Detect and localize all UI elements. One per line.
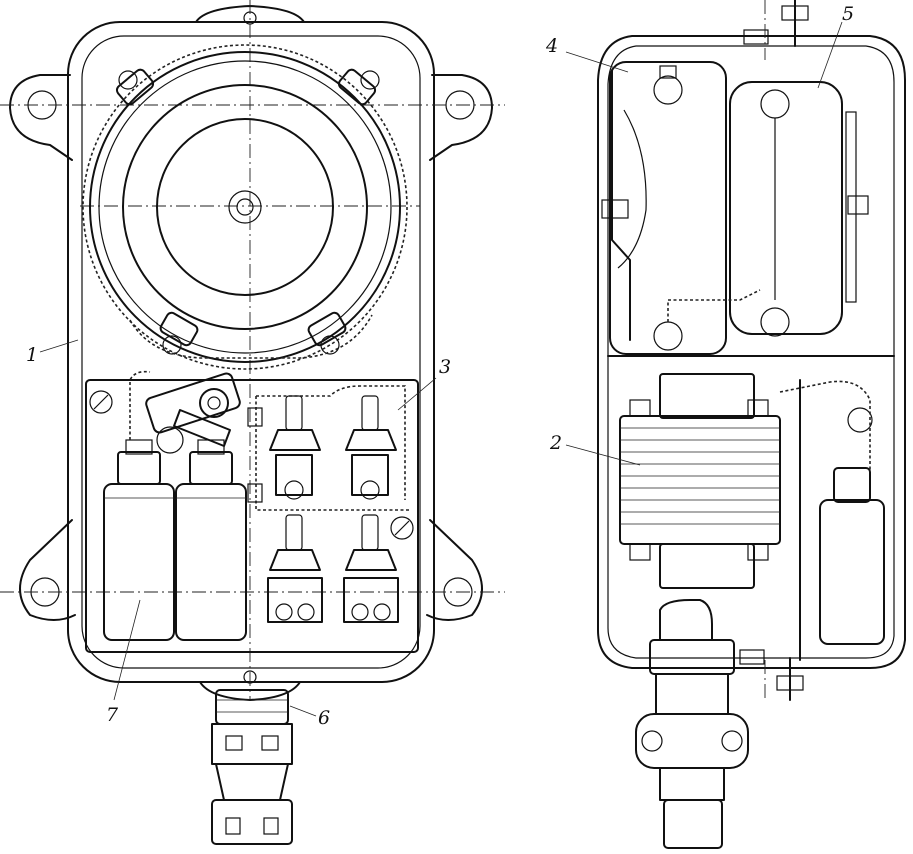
terminal-bottom-right (343, 514, 399, 623)
part-5-cap (760, 89, 790, 119)
part-5-bottom-fitting (760, 307, 790, 337)
round-coil-face (122, 84, 368, 330)
callout-6: 6 (289, 705, 330, 729)
capacitor-left (103, 439, 175, 641)
capacitor-right (175, 439, 247, 641)
lower-harness (129, 314, 373, 359)
callout-6-label: 6 (318, 707, 330, 729)
side-capacitor (819, 407, 885, 645)
callout-3: 3 (397, 356, 451, 411)
callout-4-label: 4 (545, 35, 558, 57)
part-5-body (729, 81, 843, 335)
round-coil-center-disc (156, 118, 334, 296)
callout-7: 7 (106, 599, 141, 726)
panel-screw-left (89, 390, 113, 414)
lower-panel (85, 379, 419, 653)
side-housing-inner (607, 45, 895, 659)
terminal-bottom-left (267, 514, 323, 623)
callout-3-label: 3 (439, 356, 451, 378)
connector-sleeve-lower (247, 483, 263, 503)
connecting-pipe (667, 289, 761, 322)
coil-clamp-bottom-right (307, 311, 347, 355)
top-right-mounting-ear (429, 74, 493, 161)
front-view (0, 0, 505, 845)
part-2-transformer (619, 373, 781, 589)
round-coil-outer-lip (98, 60, 392, 354)
side-bottom-bolt (739, 649, 804, 701)
callout-1-label: 1 (26, 344, 38, 366)
side-housing-outer (597, 35, 906, 669)
callout-5-label: 5 (842, 3, 854, 25)
breaker-lever (145, 372, 241, 434)
connector-sleeve-upper (247, 407, 263, 427)
plug-connector (211, 689, 293, 845)
breaker-pivot (199, 388, 229, 418)
part-4-body (609, 61, 727, 355)
coil-clamp-top-right (337, 68, 380, 106)
terminal-top-right (345, 395, 397, 500)
side-plug-connector (635, 599, 749, 849)
callout-1: 1 (26, 339, 79, 366)
coil-wire-harness (82, 44, 408, 370)
breaker-cam (156, 426, 184, 454)
round-coil-outer (89, 51, 401, 363)
bottom-right-mounting-ear (426, 519, 483, 621)
callout-7-label: 7 (106, 704, 119, 726)
part-4-bottom-fitting (653, 321, 683, 351)
top-left-mounting-ear (9, 74, 73, 161)
callout-4: 4 (545, 35, 629, 73)
coil-clamp-top-left (115, 68, 155, 106)
bottom-left-mounting-ear (19, 519, 76, 621)
panel-screw-right (390, 516, 414, 540)
part-4-cap (653, 75, 683, 105)
side-bracket (611, 69, 631, 341)
callouts: 1 2 3 4 5 6 7 (26, 3, 854, 729)
callout-2-label: 2 (549, 432, 562, 454)
side-top-bolt (743, 0, 809, 47)
center-bolt (236, 198, 254, 216)
side-spring (617, 109, 647, 269)
callout-2: 2 (549, 432, 641, 466)
center-nut (228, 190, 262, 224)
housing-inner (81, 35, 421, 669)
side-harness (779, 380, 871, 470)
side-bracket-nut (601, 199, 629, 219)
callout-5: 5 (817, 3, 854, 89)
part-5-clamp (845, 111, 857, 303)
terminal-harness (255, 385, 410, 511)
side-view (597, 0, 906, 849)
housing-outer (67, 21, 435, 683)
coil-clamp-bottom-left (159, 311, 199, 355)
terminal-top-left (269, 395, 321, 500)
